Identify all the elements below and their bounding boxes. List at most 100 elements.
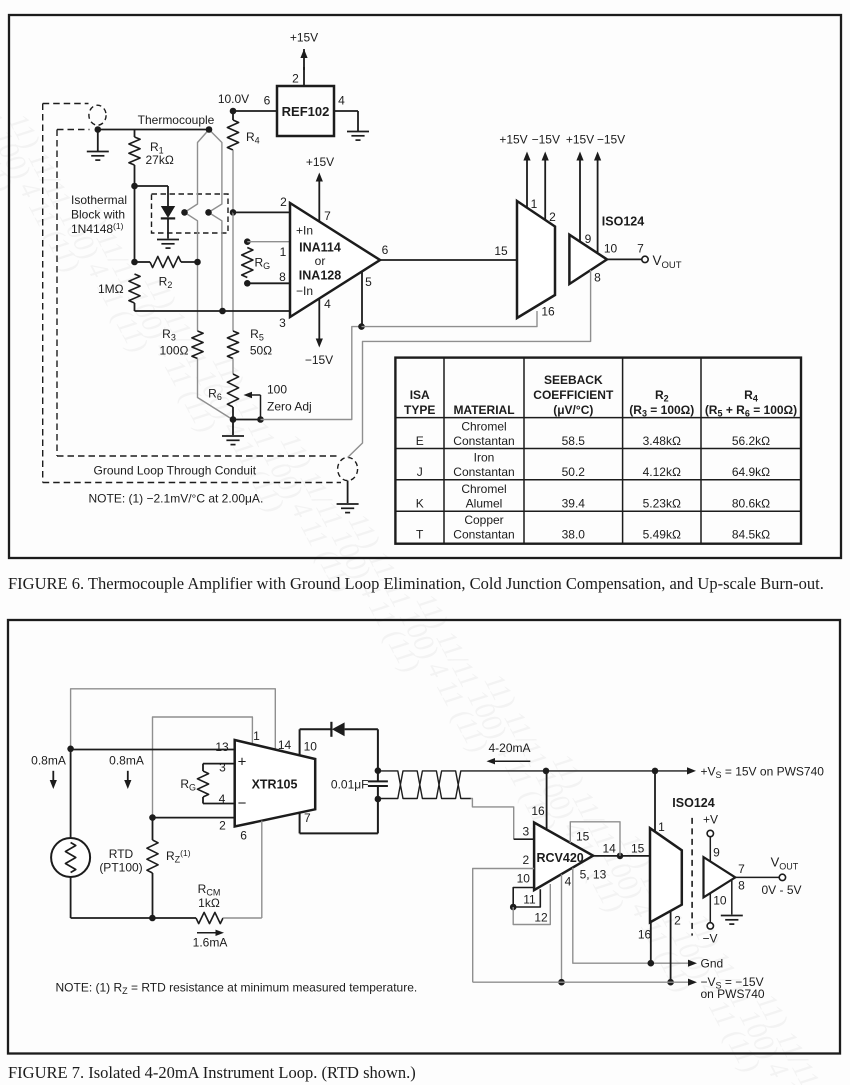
svg-text:J: J [417, 465, 423, 479]
svg-text:−V: −V [702, 932, 717, 946]
svg-text:1: 1 [658, 820, 665, 834]
svg-text:Constantan: Constantan [453, 528, 514, 542]
svg-text:7: 7 [304, 811, 311, 825]
svg-text:MATERIAL: MATERIAL [453, 403, 514, 417]
svg-text:8: 8 [738, 879, 745, 893]
svg-text:INA114: INA114 [299, 241, 341, 255]
svg-text:Iron: Iron [474, 451, 495, 465]
svg-text:Gnd: Gnd [701, 957, 724, 971]
svg-text:6: 6 [240, 829, 247, 843]
svg-text:100: 100 [267, 383, 287, 397]
svg-text:ISO124: ISO124 [672, 796, 714, 810]
svg-text:27kΩ: 27kΩ [146, 153, 174, 167]
svg-text:+In: +In [296, 224, 313, 238]
svg-text:4: 4 [565, 875, 572, 889]
svg-text:4: 4 [324, 297, 331, 311]
svg-text:REF102: REF102 [282, 104, 330, 119]
svg-text:12: 12 [534, 911, 548, 925]
svg-text:6: 6 [264, 94, 271, 108]
svg-text:1kΩ: 1kΩ [198, 896, 220, 910]
svg-text:9: 9 [713, 846, 720, 860]
svg-text:Chromel: Chromel [461, 482, 506, 496]
svg-text:COEFFICIENT: COEFFICIENT [533, 388, 614, 402]
svg-text:1: 1 [280, 245, 287, 259]
svg-text:+15V: +15V [306, 155, 334, 169]
svg-text:on PWS740: on PWS740 [701, 987, 765, 1001]
svg-text:10: 10 [604, 242, 618, 256]
svg-text:84.5kΩ: 84.5kΩ [732, 528, 770, 542]
svg-text:0.01μF: 0.01μF [331, 778, 369, 792]
svg-text:39.4: 39.4 [562, 496, 586, 510]
svg-text:7: 7 [324, 209, 331, 223]
svg-text:+15V: +15V [290, 31, 318, 45]
svg-text:1: 1 [531, 197, 538, 211]
svg-text:0.8mA: 0.8mA [31, 754, 66, 768]
svg-text:3: 3 [219, 761, 226, 775]
svg-text:10.0V: 10.0V [218, 92, 249, 106]
svg-text:1N4148(1): 1N4148(1) [71, 221, 124, 236]
svg-text:XTR105: XTR105 [252, 778, 298, 792]
svg-text:1.6mA: 1.6mA [193, 936, 228, 950]
svg-text:7: 7 [738, 862, 745, 876]
svg-text:+15V: +15V [499, 133, 527, 147]
svg-text:Thermocouple: Thermocouple [138, 113, 215, 127]
svg-text:5, 13: 5, 13 [580, 868, 607, 882]
svg-text:NOTE: (1) RZ = RTD resistance: NOTE: (1) RZ = RTD resistance at minimum… [56, 981, 418, 997]
svg-text:FIGURE 6. Thermocouple Amplifi: FIGURE 6. Thermocouple Amplifier with Gr… [8, 574, 824, 593]
svg-text:6: 6 [382, 243, 389, 257]
svg-text:56.2kΩ: 56.2kΩ [732, 434, 770, 448]
svg-text:2: 2 [292, 72, 299, 86]
svg-text:−In: −In [296, 284, 313, 298]
svg-text:Block with: Block with [71, 208, 125, 222]
svg-text:50.2: 50.2 [562, 465, 586, 479]
svg-text:100Ω: 100Ω [160, 344, 189, 358]
svg-text:K: K [416, 496, 424, 510]
svg-text:14: 14 [278, 738, 292, 752]
svg-text:16: 16 [541, 305, 555, 319]
svg-text:RCV420: RCV420 [537, 851, 584, 865]
svg-text:Chromel: Chromel [461, 420, 506, 434]
svg-text:38.0: 38.0 [562, 528, 586, 542]
svg-text:5.49kΩ: 5.49kΩ [643, 528, 681, 542]
svg-text:(R3 = 100Ω): (R3 = 100Ω) [629, 403, 694, 419]
svg-text:80.6kΩ: 80.6kΩ [732, 496, 770, 510]
svg-text:or: or [315, 254, 326, 268]
svg-text:NOTE: (1) −2.1mV/°C at 2.00μA.: NOTE: (1) −2.1mV/°C at 2.00μA. [89, 492, 264, 506]
svg-text:1MΩ: 1MΩ [98, 282, 124, 296]
svg-text:16: 16 [531, 804, 545, 818]
svg-text:64.9kΩ: 64.9kΩ [732, 465, 770, 479]
svg-text:3.48kΩ: 3.48kΩ [643, 434, 681, 448]
svg-text:E: E [416, 434, 424, 448]
svg-text:1: 1 [253, 729, 260, 743]
svg-text:10: 10 [713, 894, 727, 908]
svg-text:−15V: −15V [532, 133, 560, 147]
svg-text:−15V: −15V [597, 133, 625, 147]
svg-text:15: 15 [576, 830, 590, 844]
svg-text:11: 11 [523, 893, 536, 907]
svg-text:8: 8 [279, 270, 286, 284]
svg-text:13: 13 [215, 740, 229, 754]
svg-text:50Ω: 50Ω [250, 344, 272, 358]
svg-text:ISA: ISA [410, 388, 430, 402]
svg-text:2: 2 [280, 195, 287, 209]
svg-text:Constantan: Constantan [453, 434, 514, 448]
svg-text:4-20mA: 4-20mA [488, 741, 530, 755]
svg-text:(μV/°C): (μV/°C) [553, 403, 593, 417]
svg-text:Constantan: Constantan [453, 465, 514, 479]
svg-text:8: 8 [594, 271, 601, 285]
svg-text:58.5: 58.5 [562, 434, 586, 448]
svg-text:10: 10 [517, 872, 531, 886]
svg-text:Isothermal: Isothermal [71, 193, 127, 207]
svg-text:15: 15 [494, 244, 508, 258]
svg-text:Alumel: Alumel [466, 496, 503, 510]
svg-text:15: 15 [631, 842, 645, 856]
svg-text:+V: +V [703, 813, 718, 827]
svg-text:Copper: Copper [464, 513, 503, 527]
svg-text:+15V: +15V [566, 133, 594, 147]
svg-text:−15V: −15V [305, 353, 333, 367]
svg-text:FIGURE 7. Isolated 4-20mA Inst: FIGURE 7. Isolated 4-20mA Instrument Loo… [8, 1063, 416, 1082]
svg-text:10: 10 [304, 740, 318, 754]
svg-text:RTD: RTD [109, 847, 134, 861]
svg-text:(PT100): (PT100) [99, 861, 142, 875]
svg-text:4: 4 [338, 94, 345, 108]
